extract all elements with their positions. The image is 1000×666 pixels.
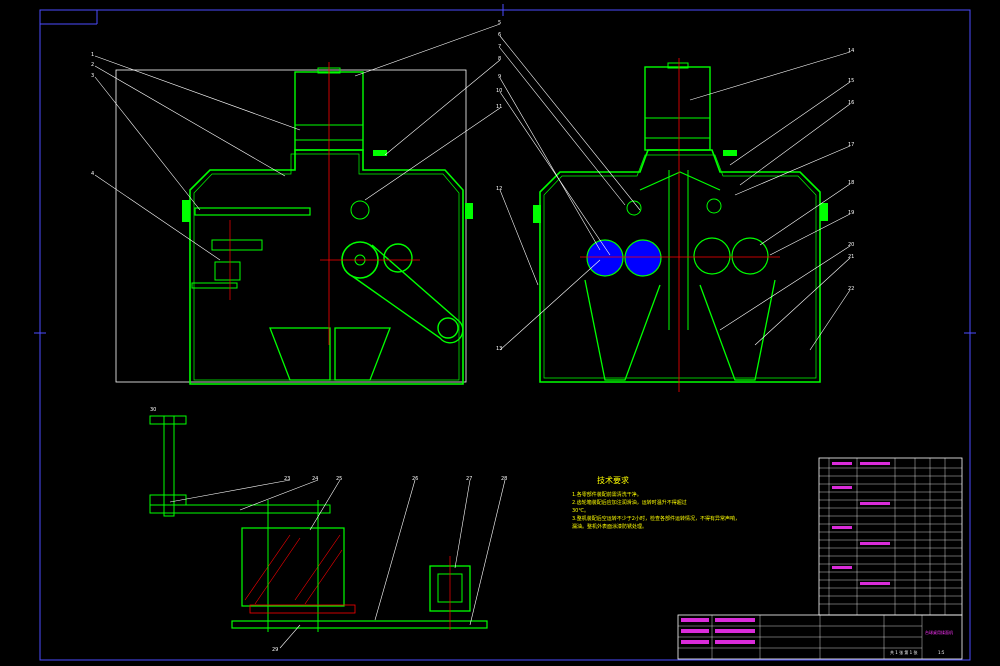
part-label: 17: [848, 142, 854, 148]
part-label: 28: [501, 476, 507, 482]
part-label: 14: [848, 48, 854, 54]
technical-requirements: 技术要求 1.各零部件装配前需清洗干净。 2.齿轮箱装配后应加注润滑油，运转时温…: [572, 475, 740, 530]
part-label: 12: [496, 186, 502, 192]
drive-train-detail: [149, 415, 488, 632]
part-label: 25: [336, 476, 342, 482]
part-label: 6: [498, 32, 501, 38]
part-label: 11: [496, 104, 502, 110]
tech-req-line: 3.整机装配后空运转不少于2小时，检查各部件运转情况，不得有异常声响，: [572, 515, 740, 522]
part-label: 15: [848, 78, 854, 84]
tech-req-line: 30℃。: [572, 508, 589, 514]
tech-req-title: 技术要求: [597, 475, 629, 485]
part-label: 9: [498, 74, 501, 80]
side-part-labels: 12 13 14 15 16 17 18 19 20 21 22: [496, 48, 854, 352]
tech-req-line: 2.齿轮箱装配后应加注润滑油，运转时温升不得超过: [572, 499, 687, 506]
drawing-scale: 1:5: [938, 650, 945, 655]
tech-req-line: 漏油。整机外表面涂漆防锈处理。: [572, 523, 647, 530]
part-label: 4: [91, 171, 94, 177]
part-label: 23: [284, 476, 290, 482]
part-label: 20: [848, 242, 854, 248]
drive-part-labels: 23 24 25 26 27 28 29 30: [150, 407, 507, 653]
front-part-labels: 1 2 3 4 5 6 7 8 9 10 11: [91, 20, 502, 177]
part-label: 1: [91, 52, 94, 58]
front-section-view: [115, 62, 473, 385]
drawing-frame: [34, 4, 976, 661]
part-label: 8: [498, 56, 501, 62]
part-label: 2: [91, 62, 94, 68]
part-label: 13: [496, 346, 502, 352]
part-label: 3: [91, 73, 94, 79]
part-label: 27: [466, 476, 472, 482]
tech-req-line: 1.各零部件装配前需清洗干净。: [572, 491, 642, 498]
part-label: 24: [312, 476, 318, 482]
part-label: 18: [848, 180, 854, 186]
part-label: 16: [848, 100, 854, 106]
part-label: 19: [848, 210, 854, 216]
part-label: 29: [272, 647, 278, 653]
side-section-view: [533, 58, 828, 392]
part-label: 5: [498, 20, 501, 26]
part-label: 22: [848, 286, 854, 292]
part-label: 26: [412, 476, 418, 482]
part-label: 7: [498, 44, 501, 50]
drawing-name: 台球桌用揉面机: [925, 629, 953, 635]
leader-lines: [94, 23, 851, 649]
part-label: 10: [496, 88, 502, 94]
sheet-number: 共 1 张 第 1 张: [890, 649, 917, 655]
title-block: 台球桌用揉面机 共 1 张 第 1 张 1:5: [677, 457, 963, 660]
part-label: 30: [150, 407, 156, 413]
part-label: 21: [848, 254, 854, 260]
